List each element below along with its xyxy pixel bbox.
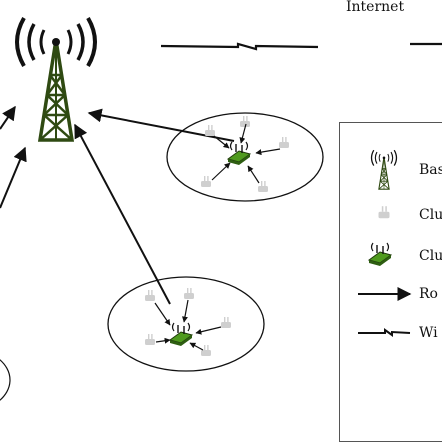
routing-arrow-offscreen-2 — [0, 146, 27, 209]
routing-arrow-offscreen-1 — [0, 105, 16, 130]
wireless-link-icon — [358, 328, 411, 337]
legend-label-routing: Ro — [419, 286, 438, 302]
member-node — [258, 181, 268, 192]
cluster-head-router-icon — [368, 242, 392, 267]
cluster-ellipse-offscreen — [0, 359, 11, 401]
member-node — [145, 334, 155, 345]
member-node — [205, 125, 215, 136]
data-arrow — [213, 135, 230, 149]
cluster-2 — [107, 276, 265, 372]
base-station-tower — [15, 16, 97, 142]
legend-icons — [358, 149, 412, 337]
data-arrow — [182, 299, 189, 323]
data-arrow — [189, 342, 204, 351]
cluster-ellipse — [166, 112, 324, 202]
internet-label: Internet — [346, 0, 405, 15]
legend-label-wireless: Wi — [419, 325, 438, 341]
routing-arrow-cluster-2 — [74, 123, 171, 305]
data-arrow — [247, 165, 260, 184]
cluster-1 — [166, 112, 324, 202]
member-node — [221, 317, 231, 328]
cluster-member-node-icon — [378, 206, 390, 219]
cluster-head-router — [169, 322, 193, 347]
cluster-head-router — [227, 141, 251, 166]
legend: Bas Clu Clu Ro Wi — [339, 122, 442, 442]
legend-label-cluster-head: Clu — [419, 248, 442, 264]
data-arrow — [154, 302, 171, 326]
member-node — [201, 345, 211, 356]
wireless-link-to-internet — [160, 42, 319, 51]
data-arrow — [255, 148, 281, 156]
routing-arrow-cluster-1 — [87, 108, 235, 142]
data-arrow — [211, 162, 231, 181]
cluster-ellipse — [107, 276, 265, 372]
data-arrow — [239, 123, 247, 144]
legend-label-base-station: Bas — [419, 162, 442, 178]
member-node — [201, 176, 211, 187]
member-node — [240, 116, 250, 127]
member-node — [145, 290, 155, 301]
member-node — [279, 137, 289, 148]
member-node — [184, 288, 194, 299]
data-arrow — [195, 326, 222, 335]
legend-label-cluster-member: Clu — [419, 207, 442, 223]
base-station-icon — [370, 149, 398, 190]
data-arrow — [155, 337, 171, 344]
